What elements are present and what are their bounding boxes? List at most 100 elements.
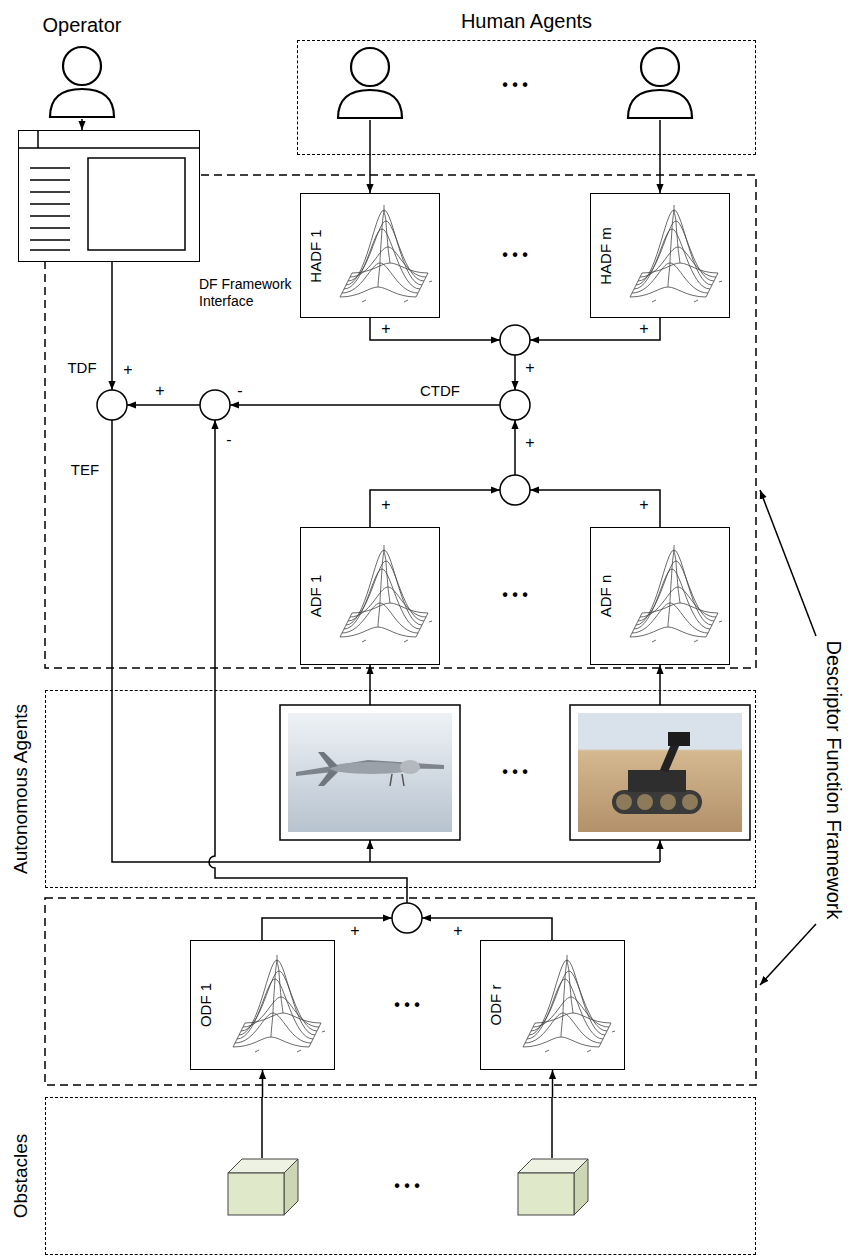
robot-photo bbox=[660, 742, 680, 772]
node-label: ADF n bbox=[597, 575, 615, 618]
robot-photo bbox=[616, 794, 632, 810]
agent-group: Human Agents bbox=[297, 40, 756, 155]
sign-mark: + bbox=[350, 922, 359, 940]
interface-window bbox=[88, 158, 185, 250]
node-label: HADF m bbox=[597, 227, 615, 285]
obstacle-cubes bbox=[228, 1159, 298, 1215]
signal-line bbox=[370, 318, 500, 340]
robot-photo bbox=[570, 705, 750, 840]
label-holder: + bbox=[639, 496, 648, 514]
sum-junction bbox=[97, 325, 530, 933]
signal-line bbox=[530, 490, 660, 527]
descriptor-plot: HADF 1 bbox=[300, 193, 440, 318]
text-holder: ODF 1 bbox=[197, 983, 215, 1027]
signal-line bbox=[530, 318, 660, 340]
framework-region bbox=[45, 175, 756, 668]
obstacle-cubes bbox=[518, 1159, 588, 1215]
descriptor-plot: ADF n bbox=[590, 527, 730, 665]
label-holder: • • • bbox=[502, 76, 528, 94]
descriptor-plots bbox=[630, 205, 722, 302]
robot-photo bbox=[578, 713, 742, 832]
signal-line bbox=[760, 924, 816, 985]
sign-mark: + bbox=[155, 382, 164, 400]
descriptor-plot: ODF 1 bbox=[190, 940, 335, 1070]
ellipsis-mark: • • • bbox=[394, 1177, 420, 1195]
drone-photo bbox=[400, 760, 420, 774]
descriptor-plots bbox=[233, 955, 325, 1052]
label-holder: + bbox=[381, 496, 390, 514]
label-holder: • • • bbox=[502, 246, 528, 264]
node-label: ODF 1 bbox=[197, 983, 215, 1027]
node-label: Autonomous Agents bbox=[10, 704, 33, 874]
robot-photo bbox=[612, 790, 702, 814]
label-holder: + bbox=[155, 382, 164, 400]
drone-photo bbox=[318, 752, 338, 768]
ellipsis-mark: • • • bbox=[502, 586, 528, 604]
node-label: ODF r bbox=[487, 985, 505, 1026]
text-holder: ADF n bbox=[597, 575, 615, 618]
robot-photo bbox=[660, 794, 676, 810]
drone-photo bbox=[318, 770, 338, 786]
text-holder: Operator bbox=[43, 13, 122, 37]
framework-title: Descriptor Function Framework bbox=[823, 641, 845, 920]
text-holder: Human Agents bbox=[461, 9, 592, 33]
sign-mark: + bbox=[123, 361, 132, 379]
signal-line bbox=[112, 420, 660, 862]
descriptor-plots bbox=[340, 545, 432, 642]
robot-photo bbox=[570, 705, 750, 840]
sign-mark: + bbox=[453, 922, 462, 940]
flow-arrow bbox=[369, 155, 371, 193]
label-holder: - bbox=[237, 382, 242, 400]
sign-mark: + bbox=[525, 434, 534, 452]
sign-mark: + bbox=[525, 359, 534, 377]
label-holder: • • • bbox=[502, 763, 528, 781]
signal-line bbox=[760, 490, 816, 636]
node-label: ADF 1 bbox=[307, 575, 325, 618]
sign-mark: + bbox=[381, 496, 390, 514]
signal-line bbox=[209, 420, 407, 903]
sign-mark: + bbox=[639, 496, 648, 514]
framework-region bbox=[45, 175, 756, 1085]
node-label: HADF 1 bbox=[307, 229, 325, 282]
descriptor-plots bbox=[233, 205, 722, 1052]
drone-photo bbox=[280, 705, 460, 840]
descriptor-plots bbox=[340, 205, 432, 302]
sum-junction bbox=[97, 390, 127, 420]
robot-photo bbox=[682, 794, 698, 810]
flow-arrow bbox=[81, 119, 83, 130]
signal-line bbox=[370, 690, 660, 705]
robot-photo bbox=[637, 794, 653, 810]
person-icons bbox=[50, 47, 114, 117]
node-label: DF Framework Interface bbox=[199, 276, 295, 310]
descriptor-plot: HADF m bbox=[590, 193, 730, 318]
node-label: Obstacles bbox=[10, 1134, 33, 1218]
ellipsis-mark: • • • bbox=[502, 246, 528, 264]
text-holder: ODF r bbox=[487, 985, 505, 1026]
signal-line bbox=[230, 404, 500, 406]
flow-arrow bbox=[369, 665, 371, 690]
descriptor-plot: ODF r bbox=[480, 940, 625, 1070]
label-holder: • • • bbox=[394, 1177, 420, 1195]
ellipsis-mark: • • • bbox=[502, 763, 528, 781]
sum-junction bbox=[500, 475, 530, 505]
signal-line bbox=[514, 420, 516, 475]
text-holder: ADF 1 bbox=[307, 575, 325, 618]
signal-name: TEF bbox=[71, 462, 99, 479]
operator-icon: Operator bbox=[47, 45, 117, 119]
signal-line bbox=[422, 918, 552, 940]
sum-junction bbox=[500, 390, 530, 420]
text-holder: HADF m bbox=[597, 227, 615, 285]
signal-line bbox=[369, 840, 371, 862]
label-holder: + bbox=[453, 922, 462, 940]
obstacle-cubes bbox=[228, 1159, 588, 1215]
signal-line bbox=[262, 918, 392, 940]
sign-mark: - bbox=[226, 431, 231, 449]
signal-line bbox=[514, 355, 516, 390]
text-holder: HADF 1 bbox=[307, 229, 325, 282]
node-label: Human Agents bbox=[461, 9, 592, 33]
descriptor-plots bbox=[523, 955, 615, 1052]
